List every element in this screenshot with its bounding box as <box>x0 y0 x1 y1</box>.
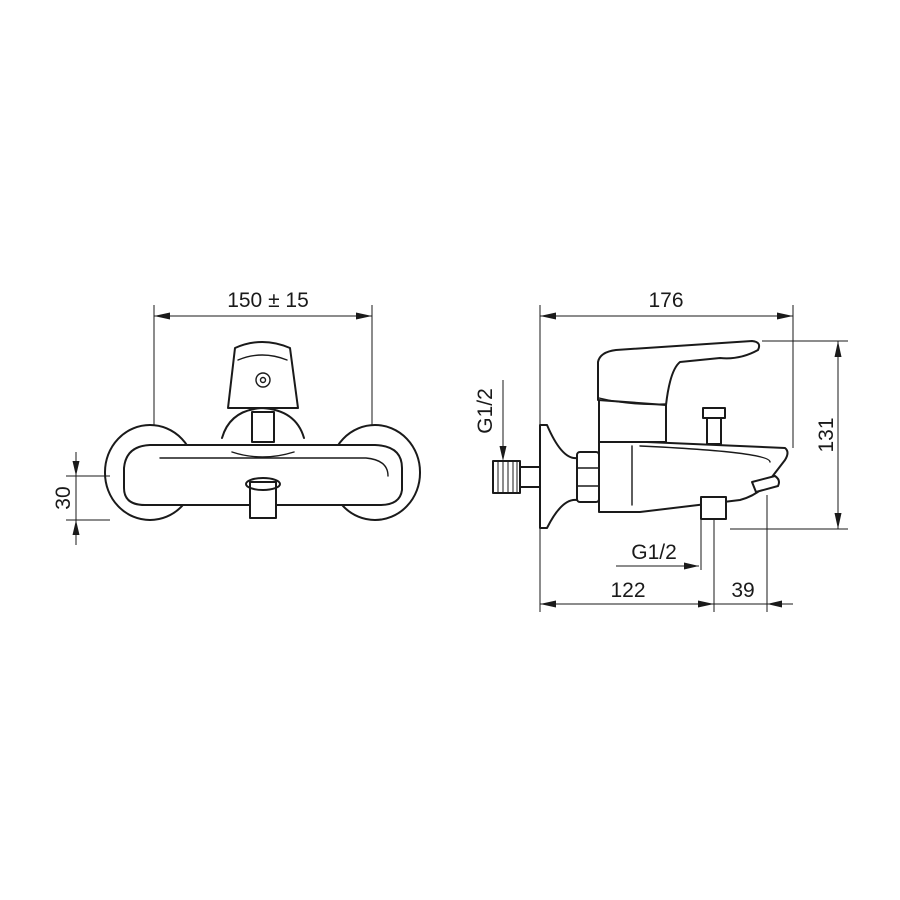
dim-side-height: 131 <box>730 340 848 530</box>
inlet-knurl <box>497 461 518 493</box>
lever-top-edge <box>237 354 288 361</box>
dim-inlet-thread-label: G1/2 <box>474 388 497 434</box>
dim-outlet-thread: G1/2 <box>616 519 702 570</box>
dome-waist <box>231 451 295 458</box>
dim-inlet-thread: G1/2 <box>474 380 507 461</box>
lever-indicator-center <box>259 376 267 384</box>
union-nut-detail <box>576 467 600 487</box>
side-lever <box>597 340 761 406</box>
spout-inner-line <box>631 445 771 506</box>
side-wall-flange <box>539 424 578 529</box>
dim-spout-extra-label: 39 <box>731 579 754 602</box>
diverter-stem-side <box>706 417 722 445</box>
bottom-outlet <box>700 496 727 520</box>
dim-spout-reach: 122 <box>539 495 768 612</box>
dim-front-width-label: 150 ± 15 <box>227 289 309 312</box>
body-inner-line <box>159 457 389 477</box>
side-view: 176 131 G1/2 G1/2 <box>474 289 848 612</box>
lever-indicator <box>255 372 271 388</box>
dim-side-depth-label: 176 <box>648 289 683 312</box>
mixer-body <box>123 444 403 506</box>
dim-side-height-label: 131 <box>815 417 838 452</box>
front-view: 150 ± 15 30 <box>52 289 421 545</box>
outlet-nozzle-ring <box>245 477 281 491</box>
dim-outlet-thread-label: G1/2 <box>631 541 677 564</box>
union-nut <box>576 451 600 503</box>
dim-front-width: 150 ± 15 <box>153 289 373 425</box>
dim-spout-extra: 39 <box>714 579 793 608</box>
dim-front-offset: 30 <box>52 452 110 545</box>
aerator <box>751 475 780 493</box>
inlet-pipe <box>519 466 541 488</box>
outlet-nozzle <box>249 481 277 519</box>
mixer-body-side <box>598 439 789 513</box>
diverter-knob <box>702 407 726 419</box>
dim-side-depth: 176 <box>539 289 794 448</box>
dim-front-offset-label: 30 <box>52 486 75 509</box>
lever-handle <box>227 341 299 409</box>
inlet-connector <box>492 460 521 494</box>
upper-housing <box>598 397 667 443</box>
side-lever-detail <box>598 397 667 406</box>
diverter-stem <box>251 411 275 443</box>
dim-spout-reach-label: 122 <box>610 579 645 602</box>
